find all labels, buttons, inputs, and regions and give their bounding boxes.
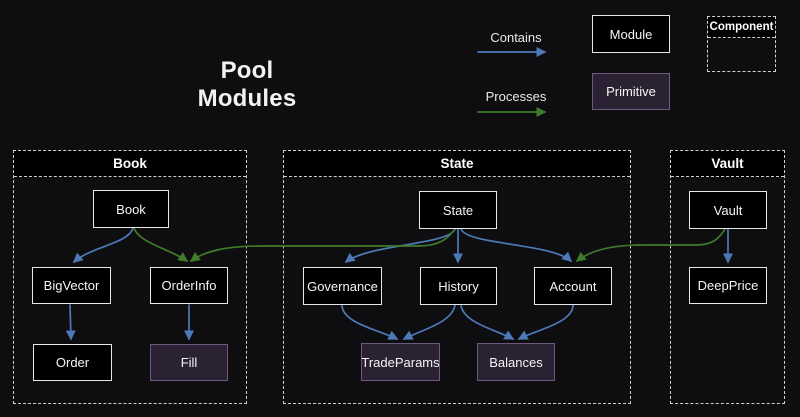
- legend-processes-label: Processes: [485, 89, 547, 104]
- node-governance: Governance: [303, 267, 382, 305]
- container-state-title: State: [284, 151, 630, 177]
- node-book-label: Book: [116, 201, 146, 217]
- node-tradeparams: TradeParams: [361, 343, 440, 381]
- node-orderinfo-label: OrderInfo: [161, 278, 217, 293]
- node-fill-label: Fill: [180, 355, 198, 370]
- node-account: Account: [534, 267, 612, 305]
- node-bigvector: BigVector: [32, 267, 111, 304]
- page-title: Pool Modules: [197, 57, 297, 112]
- node-balances-label: Balances: [489, 354, 543, 370]
- legend-contains-label: Contains: [490, 30, 542, 45]
- container-state: State: [283, 150, 631, 404]
- container-vault: Vault: [670, 150, 785, 404]
- node-deepprice: DeepPrice: [689, 267, 767, 304]
- container-book-title: Book: [14, 151, 246, 177]
- node-history: History: [420, 267, 497, 305]
- node-vault: Vault: [689, 191, 767, 229]
- node-order: Order: [33, 344, 112, 381]
- legend-component-label: Component: [708, 17, 775, 38]
- node-bigvector-label: BigVector: [43, 278, 100, 293]
- container-vault-title: Vault: [671, 151, 784, 177]
- legend-component-box: Component: [707, 16, 776, 72]
- node-order-label: Order: [55, 355, 90, 370]
- node-vault-label: Vault: [713, 202, 743, 218]
- node-orderinfo: OrderInfo: [150, 267, 228, 304]
- node-book: Book: [93, 190, 169, 228]
- legend-primitive-node: Primitive: [592, 73, 670, 110]
- node-fill: Fill: [150, 344, 228, 381]
- legend-primitive-label: Primitive: [606, 84, 656, 99]
- container-book: Book: [13, 150, 247, 404]
- node-state-label: State: [442, 202, 474, 218]
- legend-module-node: Module: [592, 15, 670, 53]
- node-governance-label: Governance: [307, 278, 378, 294]
- node-balances: Balances: [477, 343, 555, 381]
- node-deepprice-label: DeepPrice: [697, 278, 759, 293]
- legend-module-label: Module: [609, 26, 653, 42]
- node-state: State: [419, 191, 497, 229]
- node-account-label: Account: [549, 278, 597, 294]
- node-tradeparams-label: TradeParams: [361, 354, 440, 370]
- node-history-label: History: [438, 278, 479, 294]
